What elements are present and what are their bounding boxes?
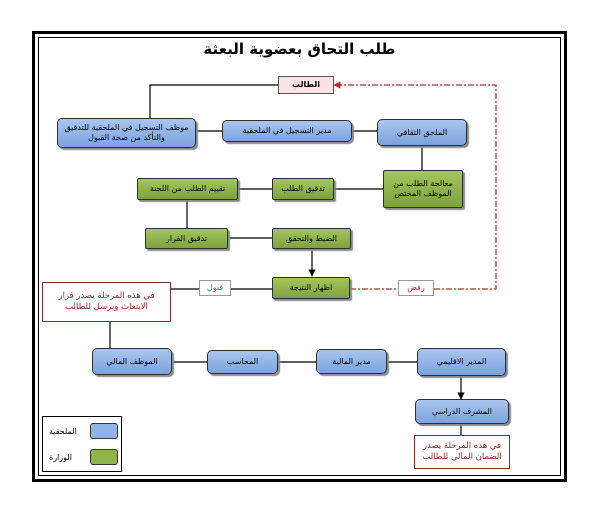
legend-attache-swatch [90,423,118,439]
student-node: الطالب [278,76,334,94]
connector-student-to-registration [149,84,278,118]
supervisor-note: في هذه المرحلة يصدر الضمان المالي للطالب [414,435,510,469]
legend: الملحقية الوزارة [42,416,122,472]
academic-supervisor-node: المشرف الدراسي [415,399,509,424]
legend-ministry-swatch [90,449,118,465]
financial-employee-node: الموظف المالي [92,348,172,375]
regional-manager-node: المدير الاقليمي [417,348,506,376]
inner-frame [38,37,561,476]
diagram-title: طلب التحاق بعضوية البعثة [203,40,396,58]
accept-label: قبول [199,280,231,296]
control-verify-node: الضبط والتحقق [272,228,351,249]
cultural-attache-node: الملحق الثقافي [377,119,467,146]
registration-employee-node: موظف التسجيل في الملحقية للتدقيق والتأكد… [57,118,196,148]
registration-manager-node: مدير التسجيل في الملحقية [222,120,352,142]
finance-manager-node: مدير المالية [316,349,387,374]
processing-node: معالجة الطلب من الموظف المختص [383,170,463,208]
request-check-node: تدقيق الطلب [272,178,334,200]
acceptance-note: في هذه المرحلة يصدر قرار الابتعاث ويرسل … [42,282,171,322]
outer-frame [32,31,567,482]
reject-label: رفض [398,280,434,296]
show-result-node: اظهار النتيجة [272,277,350,299]
accountant-node: المحاسب [207,350,278,374]
legend-ministry-label: الوزارة [49,453,72,462]
committee-eval-node: تقييم الطلب من اللجنة [137,178,238,200]
legend-attache-label: الملحقية [49,427,77,436]
decision-check-node: تدقيق القرار [145,228,228,249]
